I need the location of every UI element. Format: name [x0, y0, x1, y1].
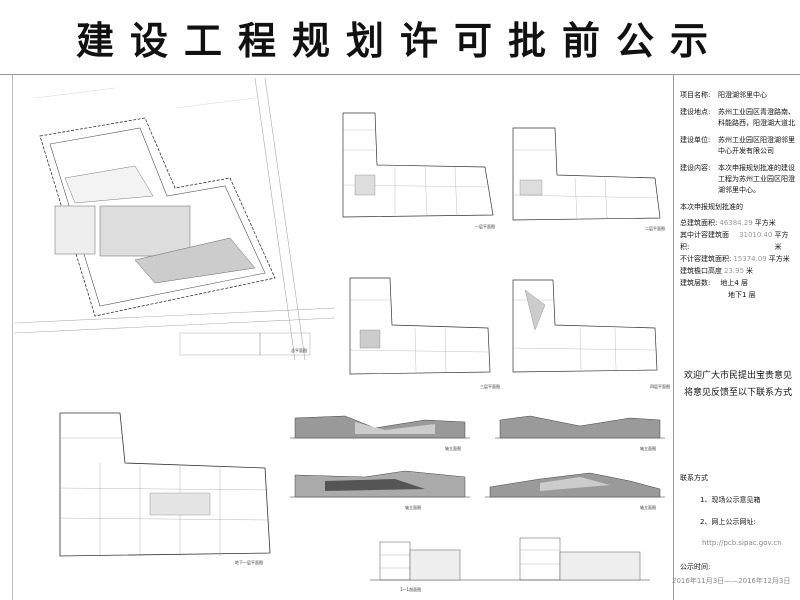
publish-label: 公示时间: [680, 563, 711, 571]
content-label: 建设内容: [680, 164, 711, 172]
elevation-1-drawing: 轴立面图 [290, 415, 470, 451]
approval-title: 本次申报规划批准的 [680, 203, 743, 211]
contact-item-web: 2、网上公示网址: [700, 518, 756, 526]
site-plan-drawing: 总平面图 [15, 78, 335, 360]
slogan-line-1: 欢迎广大市民提出宝贵意见 [683, 371, 792, 381]
content-value: 本次申报规划批准的建设工程为苏州工业园区阳澄湖邻里中心。 [718, 164, 795, 194]
uncounted-area-unit: 平方米 [768, 255, 790, 263]
unit-label: 建设单位: [680, 136, 711, 144]
project-name-label: 项目名称: [680, 91, 711, 99]
unit-value: 苏州工业园区阳澄湖邻里中心开发有限公司 [718, 136, 795, 155]
caption-elev2: 轴立面图 [640, 445, 656, 451]
floor2-plan-drawing: 二层平面图 [512, 127, 665, 231]
uncounted-area-value: 15374.09 [733, 255, 767, 263]
floor4-plan-drawing: 四层平面图 [512, 279, 670, 389]
floors-label: 建筑层数: [680, 279, 711, 287]
contact-url[interactable]: http://pcb.sipac.gov.cn [702, 539, 782, 547]
project-info-panel: 项目名称: 阳澄湖邻里中心 建设地点: 苏州工业园区青澄路南、科能路西，阳澄湖大道北… [680, 90, 795, 301]
caption-elev4: 轴立面图 [640, 504, 656, 510]
elevation-3-drawing: 轴立面图 [290, 470, 470, 510]
caption-elev3: 轴立面图 [405, 504, 421, 510]
uncounted-area-label: 不计容建筑面积: [680, 255, 732, 263]
height-unit: 米 [746, 267, 754, 275]
caption-site-plan: 总平面图 [291, 347, 307, 353]
height-label: 建筑檐口高度 [680, 267, 722, 275]
page-title: 建设工程规划许可批前公示 [0, 0, 800, 75]
floor1-plan-drawing: 一层平面图 [342, 112, 495, 229]
caption-floor4: 四层平面图 [650, 383, 670, 389]
total-area-label: 总建筑面积: [680, 219, 718, 227]
frame-line-left [12, 75, 13, 600]
publish-date: 2016年11月3日——2016年12月3日 [672, 577, 791, 585]
caption-floor1: 一层平面图 [475, 223, 495, 229]
counted-area-value: 31010.40 [739, 231, 773, 239]
caption-section: 1—1剖面图 [400, 586, 421, 592]
contact-title: 联系方式 [680, 474, 708, 482]
floors-above: 地上4 层 [720, 279, 749, 287]
basement-plan-drawing: 地下一层平面图 [59, 412, 271, 565]
height-value: 23.95 [724, 267, 745, 275]
caption-basement: 地下一层平面图 [235, 559, 263, 565]
section-drawing: 1—1剖面图 [370, 537, 650, 592]
location-label: 建设地点: [680, 108, 711, 116]
location-value: 苏州工业园区青澄路南、科能路西，阳澄湖大道北 [718, 108, 795, 127]
total-area-value: 46384.29 [719, 219, 753, 227]
counted-area-label: 其中计容建筑面积: [680, 231, 729, 251]
slogan-line-2: 将意见反馈至以下联系方式 [683, 388, 792, 398]
frame-divider [673, 75, 674, 600]
floors-below: 地下1 层 [728, 291, 756, 299]
project-name-value: 阳澄湖邻里中心 [718, 91, 767, 99]
counted-area-unit: 平方米 [774, 231, 789, 251]
feedback-slogan: 欢迎广大市民提出宝贵意见 将意见反馈至以下联系方式 [682, 368, 794, 402]
caption-elev1: 轴立面图 [445, 445, 461, 451]
floor3-plan-drawing: 三层平面图 [349, 277, 500, 389]
contact-item-box: 1、现场公示意见箱 [700, 496, 761, 504]
elevation-2-drawing: 轴立面图 [495, 415, 665, 451]
caption-floor2: 二层平面图 [645, 225, 665, 231]
total-area-unit: 平方米 [754, 219, 776, 227]
elevation-4-drawing: 轴立面图 [485, 472, 665, 510]
caption-floor3: 三层平面图 [480, 383, 500, 389]
contact-section: 联系方式 1、现场公示意见箱 2、网上公示网址: http://pcb.sipa… [680, 473, 795, 559]
